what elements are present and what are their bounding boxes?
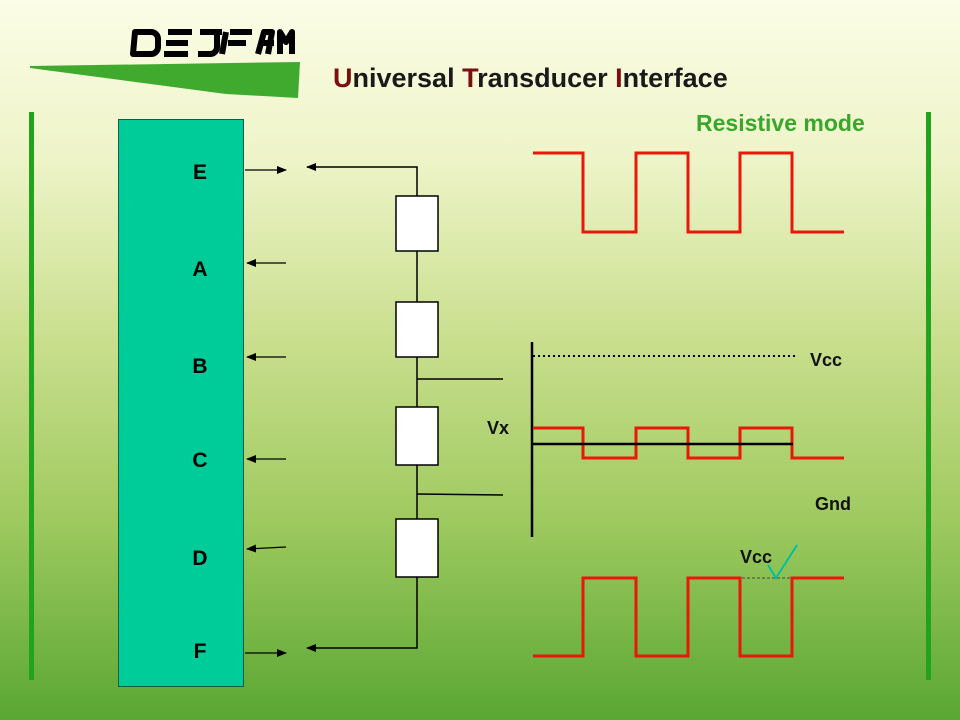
pin-label-e: E — [192, 161, 207, 184]
tap-wire-lower — [416, 493, 504, 496]
title-cap-t: T — [462, 63, 478, 93]
left-side-bar — [29, 112, 34, 680]
bottom-feed-wire — [306, 577, 418, 652]
pin-label-d: D — [192, 547, 208, 570]
pin-d-arrow — [246, 544, 287, 553]
right-side-bar — [926, 112, 931, 680]
resistor-3 — [395, 406, 439, 466]
title-rest-3: nterface — [622, 63, 728, 93]
logo-lettering — [130, 29, 295, 57]
dejfamc-logo — [30, 29, 300, 98]
gnd-label: Gnd — [815, 494, 851, 514]
title-rest-1: niversal — [352, 63, 463, 93]
checkmark-icon — [767, 544, 798, 580]
vx-label: Vx — [487, 418, 510, 438]
vcc-label-top: Vcc — [810, 350, 843, 370]
bottom-square-wave — [533, 576, 844, 658]
resistor-1 — [395, 195, 439, 252]
mode-subtitle: Resistive mode — [696, 110, 865, 136]
uti-chip — [118, 119, 244, 687]
top-feed-wire — [306, 163, 418, 196]
page-title: Universal Transducer Interface — [333, 63, 728, 94]
top-square-wave — [533, 151, 844, 234]
pin-label-a: A — [192, 258, 208, 281]
logo-swoosh — [30, 62, 300, 98]
vcc-label-bottom: Vcc — [740, 547, 773, 567]
title-rest-2: ransducer — [477, 63, 616, 93]
pin-label-f: F — [193, 640, 207, 663]
title-cap-u: U — [333, 63, 353, 93]
title-cap-i: I — [615, 63, 623, 93]
pin-label-c: C — [192, 449, 208, 472]
pin-label-b: B — [192, 355, 208, 378]
resistor-4 — [395, 518, 439, 578]
resistor-2 — [395, 301, 439, 358]
